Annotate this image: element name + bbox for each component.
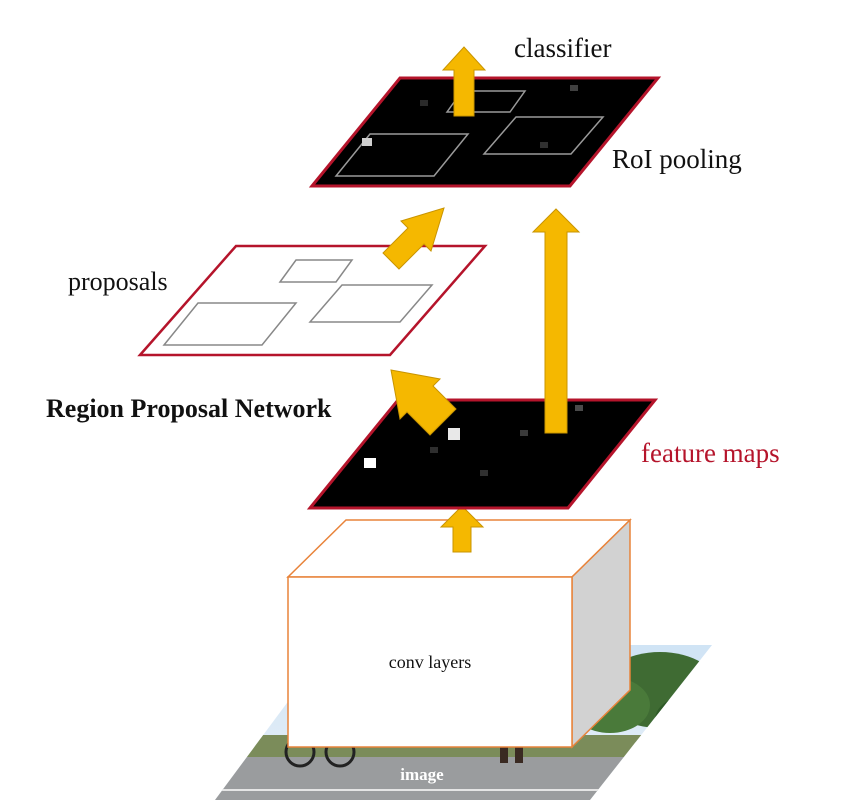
conv-layers-box [286, 518, 632, 749]
roi-pooling-map [308, 76, 662, 188]
conv-box-front-face [287, 576, 573, 748]
arrow-roi-to-classifier [441, 46, 487, 117]
proposals-label: proposals [68, 267, 168, 296]
arrow-feature-maps-to-proposals [390, 369, 457, 436]
roi-box [482, 116, 605, 155]
feature-maps-label: feature maps [641, 438, 780, 468]
roi-pooling-label: RoI pooling [612, 144, 742, 174]
proposal-box [278, 259, 354, 283]
classifier-label: classifier [514, 33, 611, 63]
arrow-proposals-to-roi [382, 207, 445, 270]
roi-box [334, 133, 470, 177]
proposal-box [308, 284, 434, 323]
image-label: image [400, 765, 444, 784]
conv-layers-label: conv layers [389, 652, 471, 672]
feature-maps [306, 398, 659, 510]
arrow-conv-to-feature-maps [439, 505, 485, 553]
proposal-box [162, 302, 298, 346]
rpn-label: Region Proposal Network [46, 394, 332, 423]
arrow-feature-maps-to-roi [531, 208, 581, 434]
proposals-plane [137, 244, 488, 357]
